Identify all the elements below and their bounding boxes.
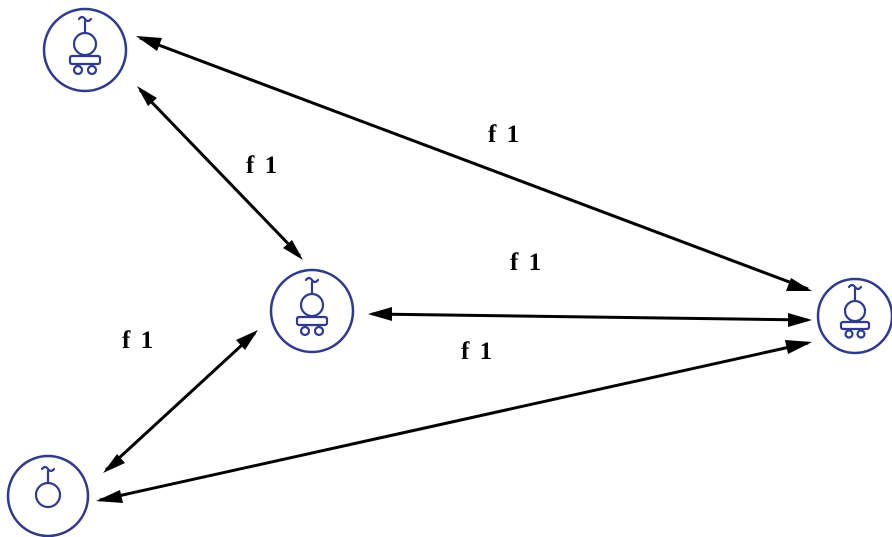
arrowheads-group [96, 36, 812, 503]
edge-bottom-left-to-center [104, 331, 257, 472]
mobile-robot-icon [839, 283, 871, 339]
node-circle [269, 268, 355, 354]
arrowhead-icon [785, 340, 812, 354]
antenna-station-icon [34, 465, 62, 509]
arrowhead-icon [368, 307, 392, 321]
edge-bottom-left-to-right [99, 341, 809, 502]
arrowhead-icon [283, 240, 303, 260]
robot-node-center[interactable] [269, 268, 355, 354]
edge-label-top-left-to-center: f 1 [246, 152, 280, 179]
edge-label-bottom-left-to-center: f 1 [122, 327, 156, 354]
arrowhead-icon [96, 490, 123, 503]
arrowhead-icon [788, 313, 812, 327]
nodes-group [6, 7, 892, 537]
arrowhead-icon [136, 36, 162, 51]
arrowhead-icon [236, 330, 258, 350]
node-circle [6, 454, 90, 537]
robot-node-top-left[interactable] [42, 7, 128, 93]
edge-top-left-to-center [138, 88, 302, 258]
node-circle [816, 277, 892, 355]
robot-node-right[interactable] [816, 277, 892, 355]
edge-label-bottom-left-to-right: f 1 [461, 338, 495, 365]
mobile-robot-icon [68, 15, 102, 76]
edge-center-to-right [371, 312, 809, 322]
node-circle [42, 7, 128, 93]
arrowhead-icon [103, 454, 125, 473]
arrowhead-icon [137, 86, 157, 106]
edge-label-top-left-to-right: f 1 [488, 121, 522, 148]
arrowhead-icon [786, 278, 812, 291]
station-node-bottom-left[interactable] [6, 454, 90, 537]
mobile-robot-icon [295, 276, 329, 337]
edge-label-center-to-right: f 1 [510, 249, 544, 276]
edge-top-left-to-right [139, 36, 809, 291]
edges-group [99, 36, 809, 502]
